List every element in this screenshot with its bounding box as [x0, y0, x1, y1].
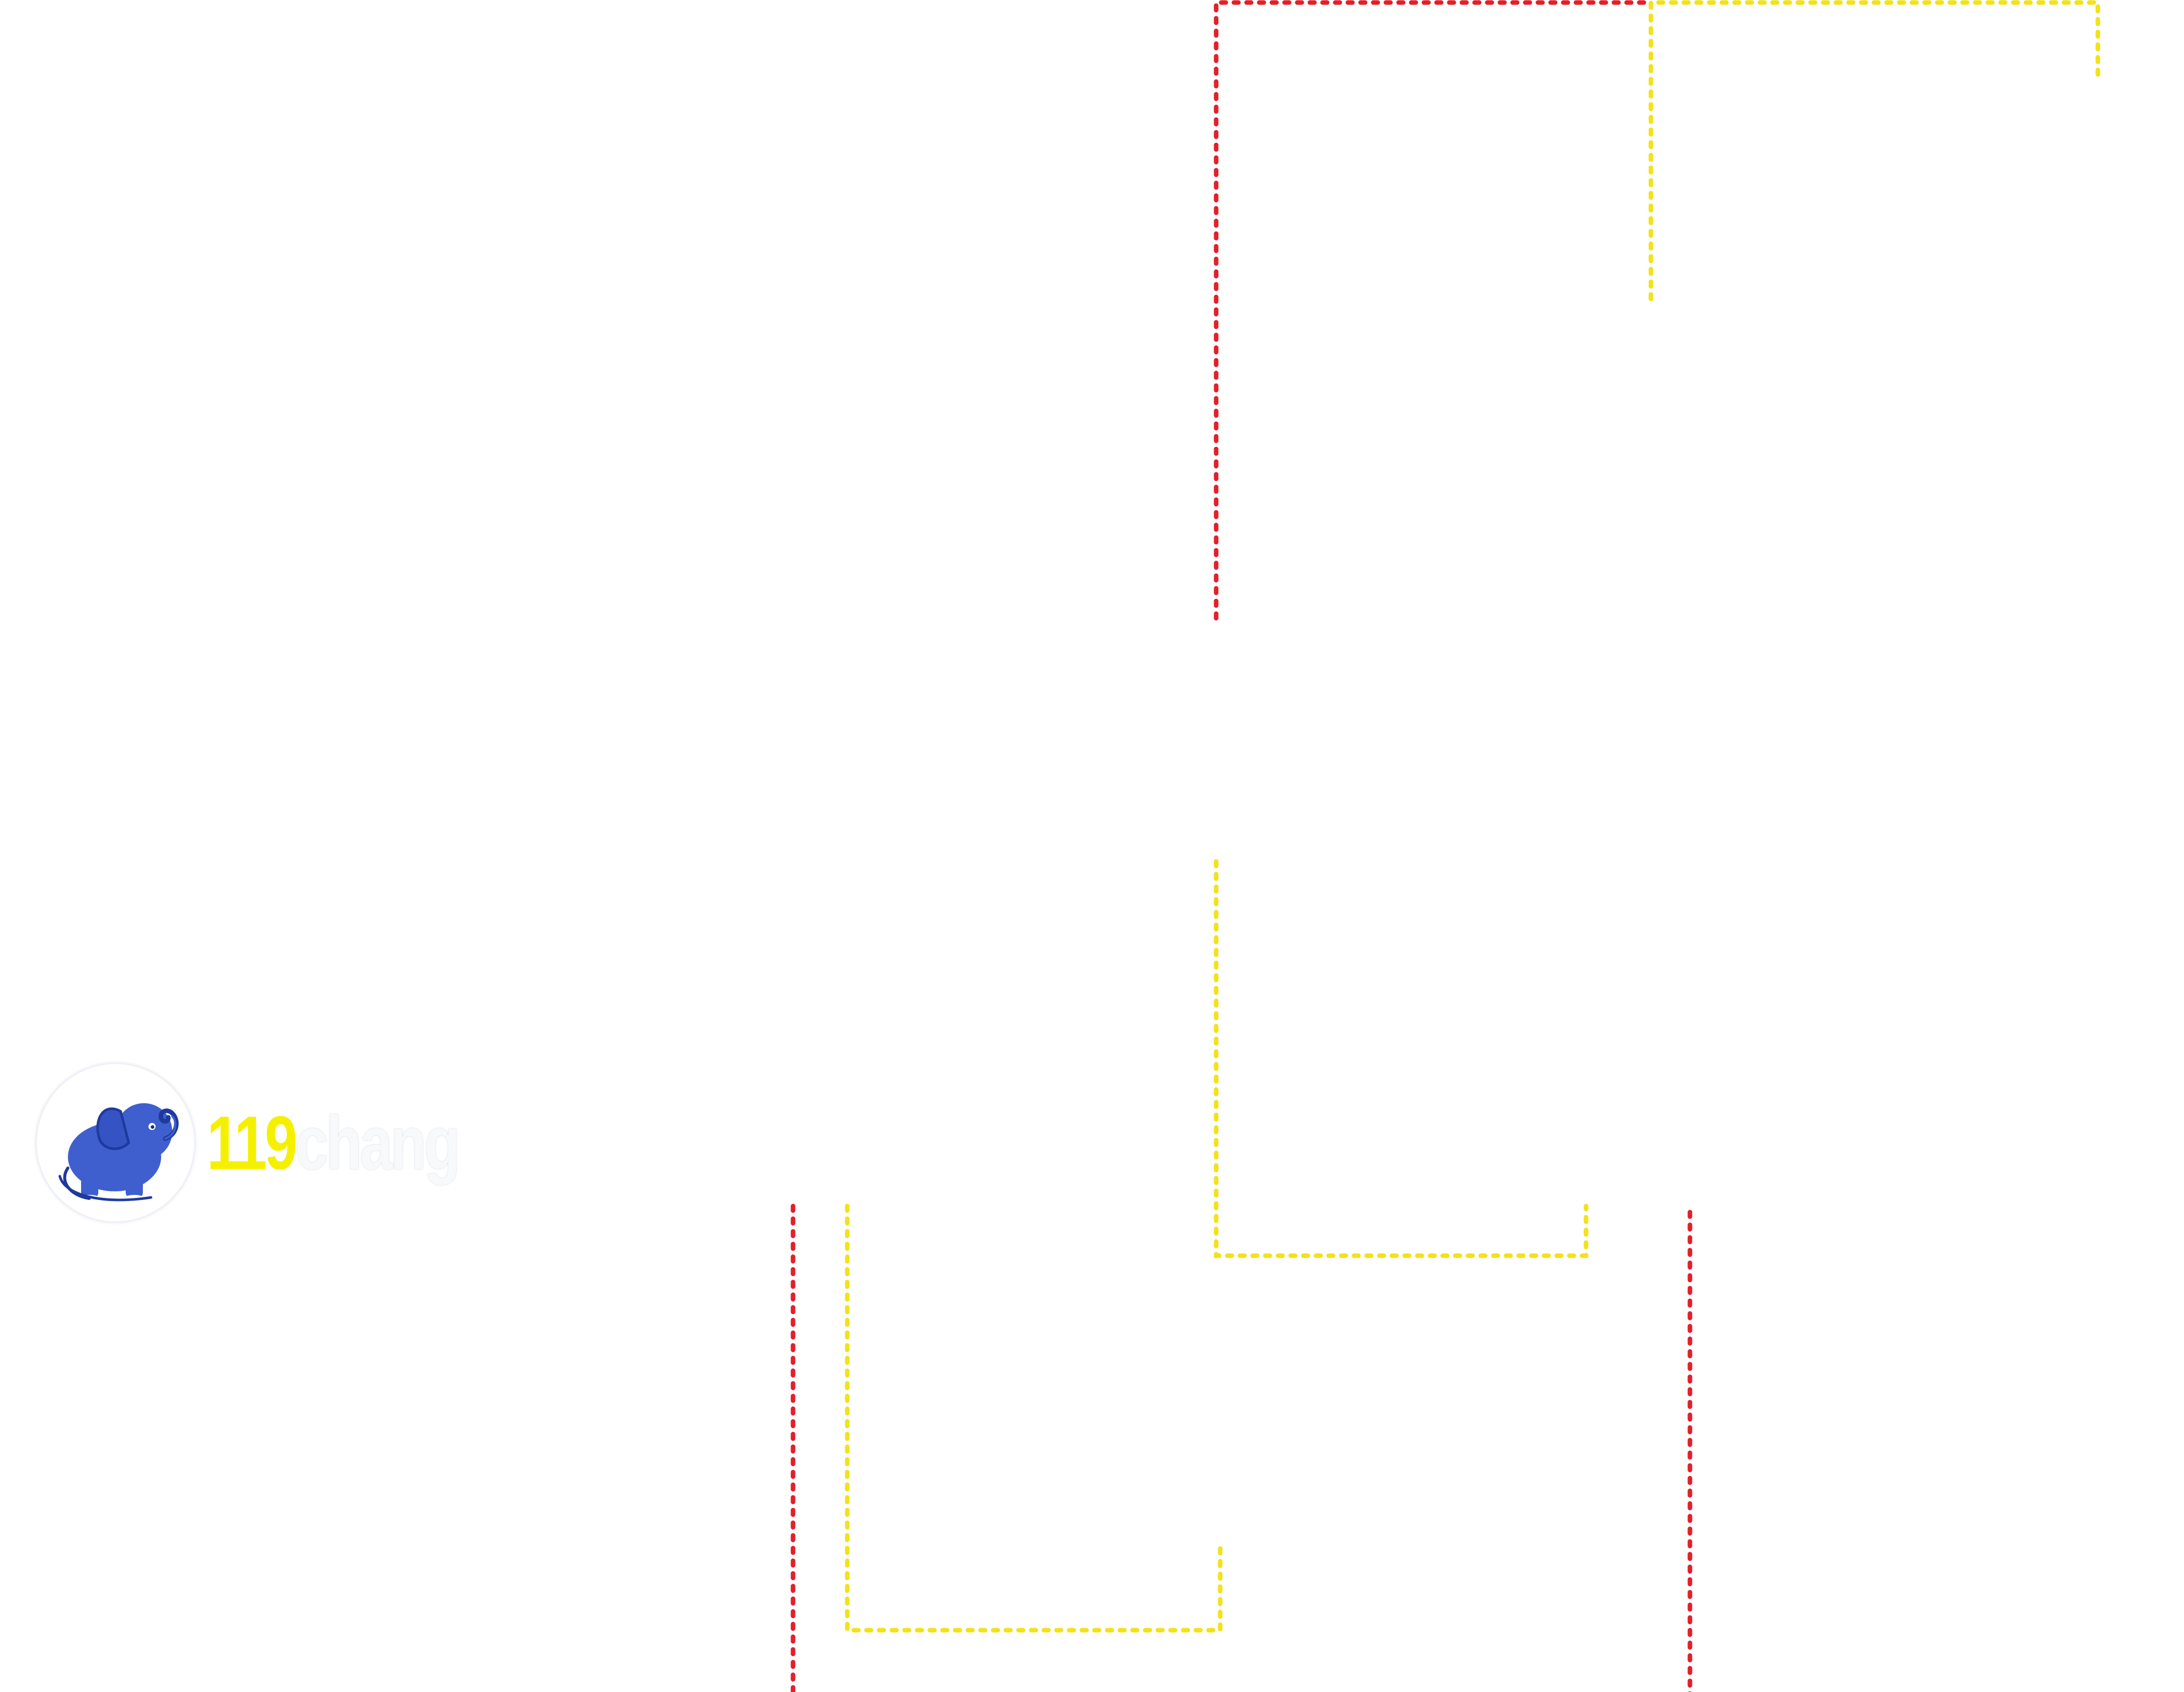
brand-logo[interactable]: 119chang [35, 1063, 529, 1223]
logo-badge [35, 1063, 196, 1223]
top-yellow-dotted-line [1648, 0, 2100, 302]
middle-yellow-dotted-line [1214, 859, 1589, 1258]
bottom-yellow-dotted-line [845, 1204, 1223, 1633]
bottom-red-dotted-line [790, 1204, 1692, 1692]
top-red-dotted-line [1214, 0, 1654, 621]
logo-number: 119 [207, 1100, 297, 1185]
logo-word: chang [295, 1100, 461, 1185]
elephant-icon [58, 1103, 179, 1202]
logo-wordmark: 119chang [207, 1105, 461, 1181]
